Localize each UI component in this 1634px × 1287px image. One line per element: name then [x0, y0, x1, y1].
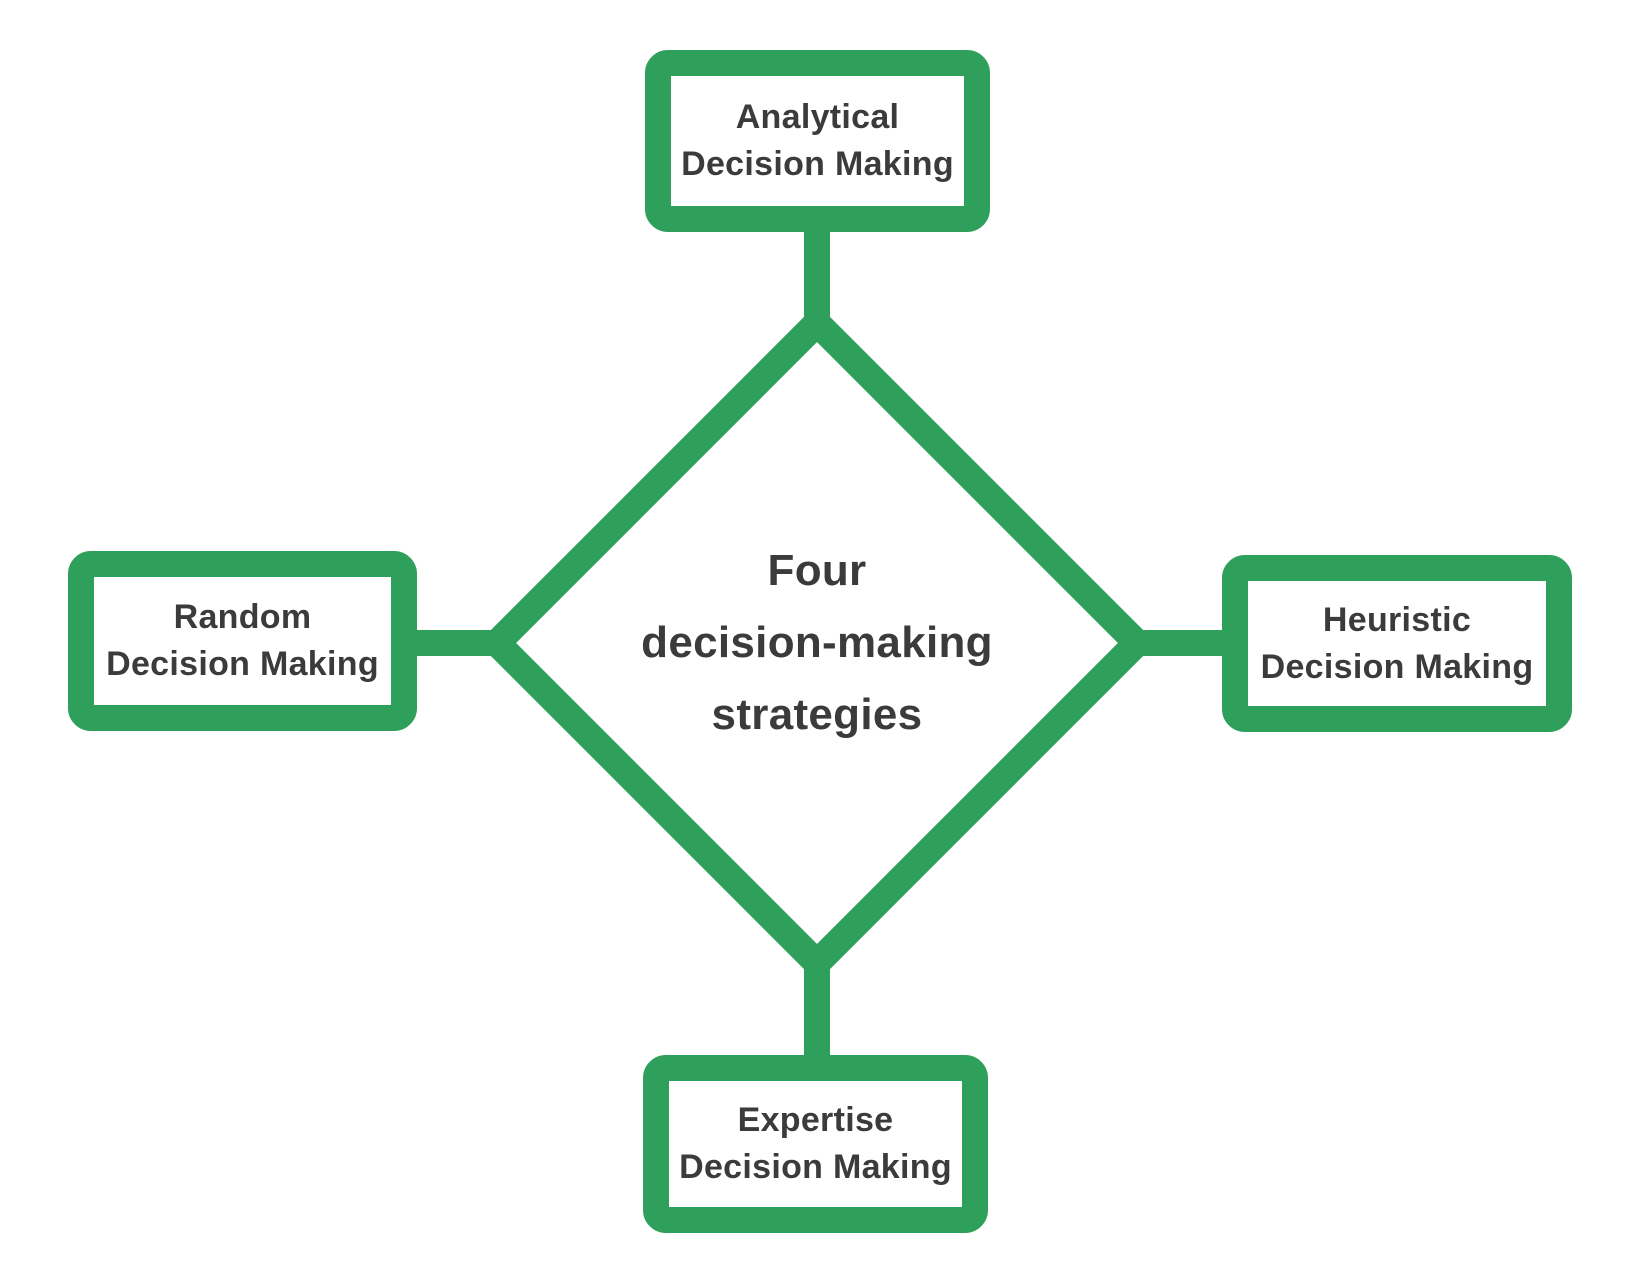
node-box-bottom: [643, 1055, 988, 1233]
node-label-random: Random Decision Making: [106, 598, 379, 683]
node-box-left: [68, 551, 417, 731]
node-box-top: [645, 50, 990, 232]
node-label-analytical: Analytical Decision Making: [681, 98, 954, 183]
node-label-expertise: Expertise Decision Making: [679, 1101, 952, 1186]
node-label-heuristic: Heuristic Decision Making: [1260, 600, 1534, 686]
center-label: Four decision-making strategies: [641, 546, 993, 739]
diamond-shape: [477, 303, 1157, 983]
node-box-right: [1222, 555, 1572, 732]
